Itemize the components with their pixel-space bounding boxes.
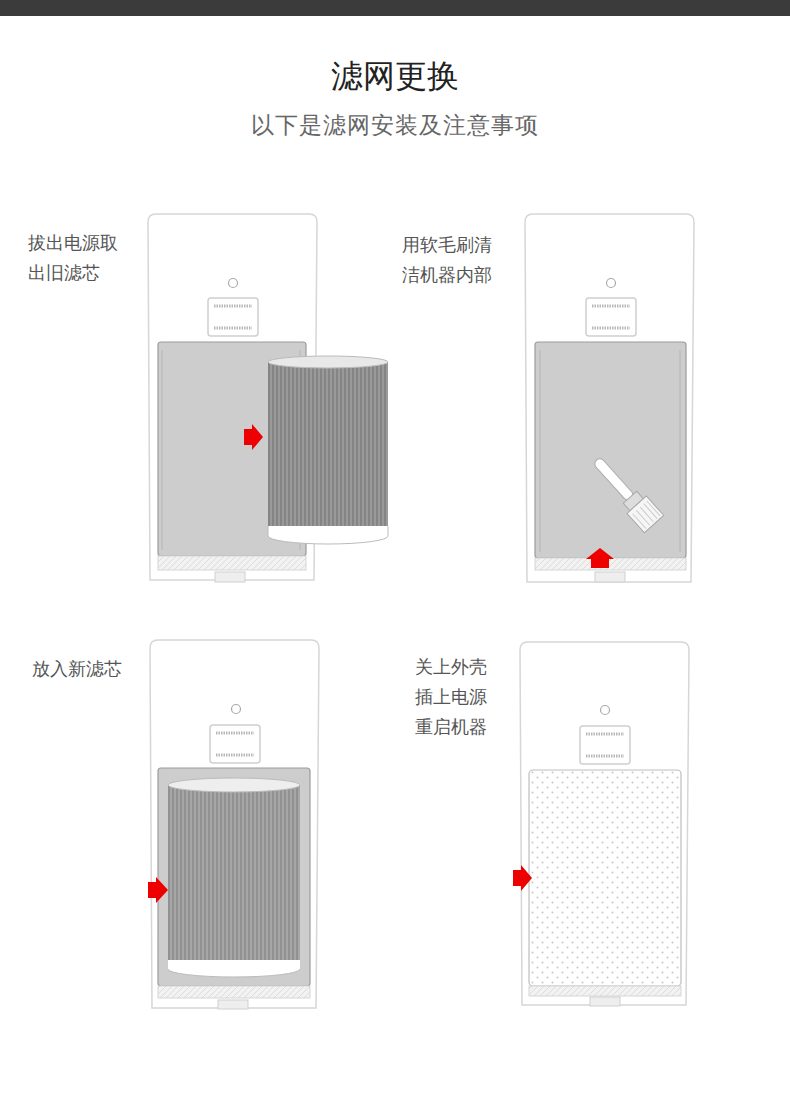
- step-label: 拔出电源取 出旧滤芯: [28, 228, 136, 288]
- purifier-step2: [525, 214, 694, 582]
- page-subtitle: 以下是滤网安装及注意事项: [0, 108, 790, 142]
- step-label: 用软毛刷清 洁机器内部: [402, 230, 512, 290]
- purifier-step4: [513, 642, 689, 1006]
- step-label: 放入新滤芯: [32, 654, 140, 684]
- page-title: 滤网更换: [0, 54, 790, 98]
- purifier-step3: [148, 640, 319, 1009]
- top-bar: [0, 0, 790, 16]
- purifier-step1: [148, 214, 388, 582]
- step-label: 关上外壳 插上电源 重启机器: [415, 652, 511, 742]
